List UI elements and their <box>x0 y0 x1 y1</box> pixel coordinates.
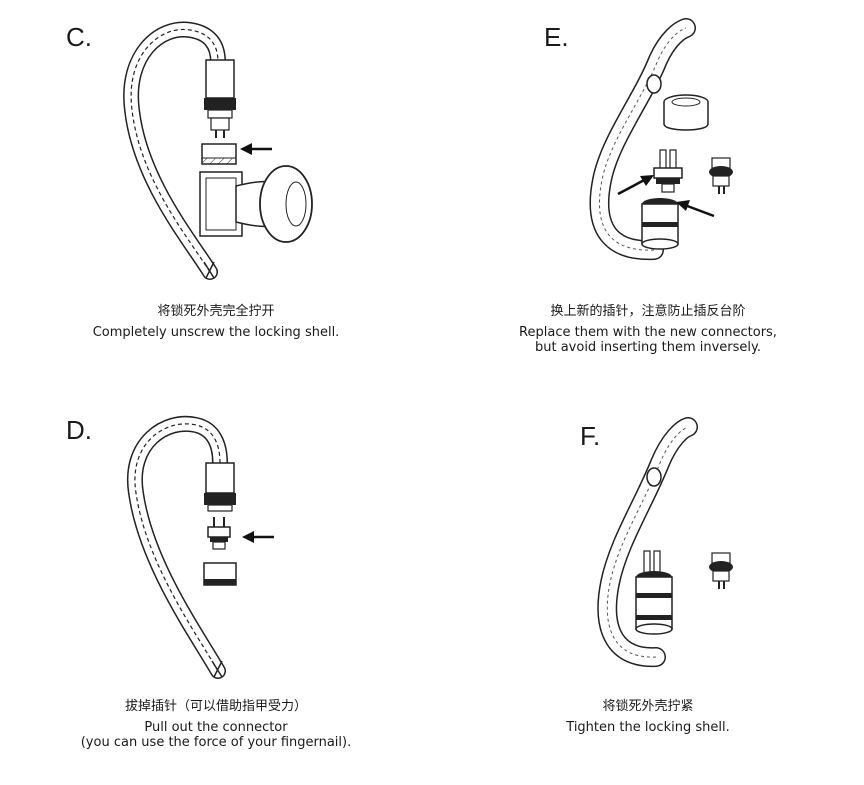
step-letter: F. <box>580 421 601 451</box>
step-caption-zh: 将锁死外壳拧紧 <box>602 699 694 714</box>
step-letter: C. <box>66 22 92 52</box>
step-panel-c: C. 将锁死外壳完全拧开 Completely unscrew <box>0 0 432 392</box>
step-letter: E. <box>544 22 569 52</box>
step-caption-en: Replace them with the new connectors, bu… <box>519 325 777 355</box>
step-caption-en: Pull out the connector (you can use the … <box>80 720 352 750</box>
step-caption-en: Tighten the locking shell. <box>566 720 730 735</box>
cable-unscrew-illustration <box>123 21 313 280</box>
step-caption-zh: 将锁死外壳完全拧开 <box>157 304 275 319</box>
connector-replace-illustration <box>589 18 733 261</box>
step-caption-zh: 拔掉插针（可以借助指甲受力） <box>124 699 307 714</box>
step-panel-f: F. 将锁死外壳拧紧 Tighten the locking shell. <box>432 393 864 785</box>
step-caption-zh: 换上新的插针，注意防止插反台阶 <box>550 304 746 319</box>
cable-tighten-illustration <box>597 417 733 668</box>
connector-pull-illustration <box>126 415 274 679</box>
step-panel-e: E. 换上新的插针，注意防止插反台阶 Replace the <box>432 0 864 392</box>
step-letter: D. <box>66 415 92 445</box>
step-caption-en: Completely unscrew the locking shell. <box>92 325 340 340</box>
step-panel-d: D. 拔掉插针（可以借助指甲受力） Pull out the connector… <box>0 393 432 785</box>
